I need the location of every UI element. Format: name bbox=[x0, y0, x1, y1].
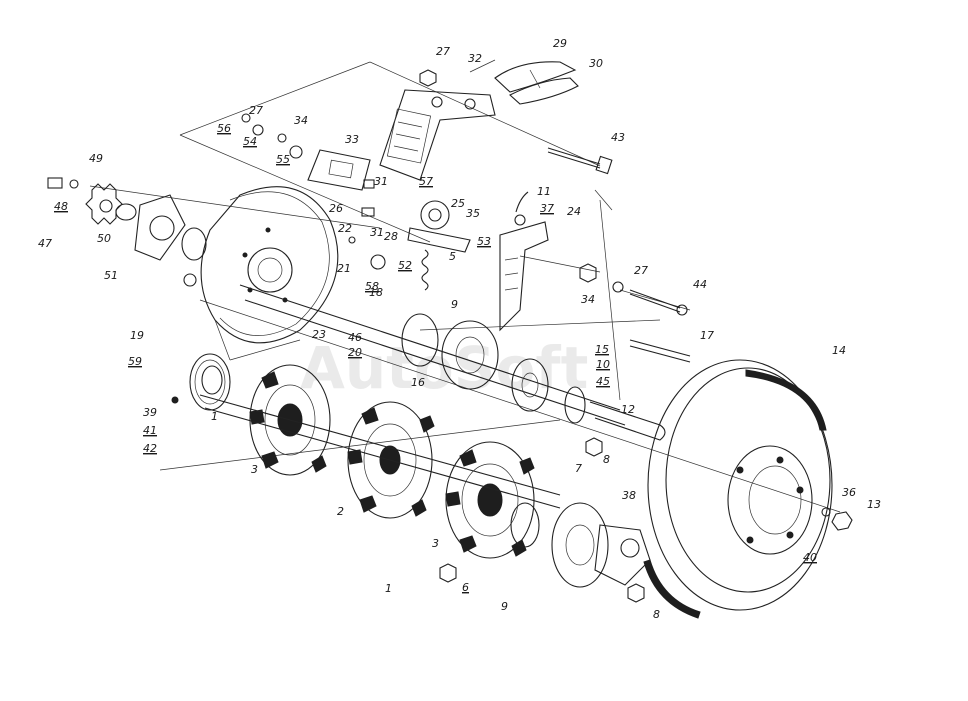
part-label-36: 36 bbox=[842, 486, 856, 499]
part-label-26: 26 bbox=[329, 202, 343, 215]
part-label-49: 49 bbox=[89, 152, 103, 165]
part-label-17: 17 bbox=[700, 329, 714, 342]
part-label-2: 2 bbox=[337, 505, 344, 518]
part-label-45: 45 bbox=[596, 375, 610, 388]
small-fasteners bbox=[241, 69, 437, 191]
part-label-30: 30 bbox=[589, 57, 603, 70]
part-label-53: 53 bbox=[477, 235, 491, 248]
part-label-40: 40 bbox=[803, 551, 817, 564]
part-label-57: 57 bbox=[419, 175, 433, 188]
part-label-41: 41 bbox=[143, 424, 157, 437]
part-label-58: 58 bbox=[365, 280, 379, 293]
part-label-50: 50 bbox=[97, 232, 111, 245]
part-label-28: 28 bbox=[384, 230, 398, 243]
part-label-24: 24 bbox=[567, 205, 581, 218]
part-label-7: 7 bbox=[575, 462, 582, 475]
part-label-3: 3 bbox=[432, 537, 439, 550]
part-label-35: 35 bbox=[466, 207, 480, 220]
part-label-21: 21 bbox=[337, 262, 351, 275]
part-label-32: 32 bbox=[468, 52, 482, 65]
part-label-12: 12 bbox=[621, 403, 635, 416]
part-label-14: 14 bbox=[832, 344, 846, 357]
part-label-16: 16 bbox=[411, 376, 425, 389]
part-label-29: 29 bbox=[553, 37, 567, 50]
axis-lines bbox=[89, 59, 841, 513]
part-label-18: 18 bbox=[369, 286, 383, 299]
part-label-47: 47 bbox=[38, 237, 52, 250]
nuts bbox=[171, 396, 645, 603]
part-label-42: 42 bbox=[143, 442, 157, 455]
bracket-24 bbox=[499, 221, 688, 332]
part-label-39: 39 bbox=[143, 406, 157, 419]
brake-disk-14 bbox=[643, 359, 833, 619]
gear-flange-assembly bbox=[47, 177, 207, 287]
part-label-31: 31 bbox=[374, 175, 388, 188]
part-label-54: 54 bbox=[243, 135, 257, 148]
part-label-8: 8 bbox=[603, 453, 610, 466]
brake-pads bbox=[494, 61, 579, 105]
part-label-27: 27 bbox=[634, 264, 648, 277]
part-label-52: 52 bbox=[398, 259, 412, 272]
part-label-13: 13 bbox=[867, 498, 881, 511]
part-label-8: 8 bbox=[653, 608, 660, 621]
part-label-1: 1 bbox=[385, 582, 392, 595]
part-label-33: 33 bbox=[345, 133, 359, 146]
part-label-51: 51 bbox=[104, 269, 118, 282]
part-label-55: 55 bbox=[276, 153, 290, 166]
part-label-9: 9 bbox=[451, 298, 458, 311]
bearing-left bbox=[189, 353, 231, 411]
part-label-20: 20 bbox=[348, 346, 362, 359]
part-label-9: 9 bbox=[501, 600, 508, 613]
part-label-37: 37 bbox=[540, 202, 554, 215]
pin-17 bbox=[629, 339, 691, 363]
part-label-10: 10 bbox=[596, 358, 610, 371]
rotor-3 bbox=[445, 441, 535, 559]
bolt-13 bbox=[821, 507, 853, 531]
bracket-32 bbox=[379, 89, 496, 181]
part-label-23: 23 bbox=[312, 328, 326, 341]
part-label-46: 46 bbox=[348, 331, 362, 344]
latch-mechanism bbox=[348, 179, 529, 291]
bolt-43 bbox=[547, 147, 613, 175]
part-label-34: 34 bbox=[581, 293, 595, 306]
central-hub bbox=[401, 313, 586, 424]
part-label-15: 15 bbox=[595, 343, 609, 356]
part-label-34: 34 bbox=[294, 114, 308, 127]
part-label-48: 48 bbox=[54, 200, 68, 213]
part-label-19: 19 bbox=[130, 329, 144, 342]
part-label-22: 22 bbox=[338, 222, 352, 235]
part-label-25: 25 bbox=[451, 197, 465, 210]
main-shaft bbox=[239, 284, 666, 441]
flange-9 bbox=[510, 502, 651, 588]
part-label-56: 56 bbox=[217, 122, 231, 135]
part-label-27: 27 bbox=[436, 45, 450, 58]
part-label-6: 6 bbox=[462, 581, 469, 594]
part-label-59: 59 bbox=[128, 355, 142, 368]
part-label-43: 43 bbox=[611, 131, 625, 144]
part-label-38: 38 bbox=[622, 489, 636, 502]
housing-cover bbox=[200, 186, 339, 361]
part-label-5: 5 bbox=[449, 250, 456, 263]
part-label-27: 27 bbox=[249, 104, 263, 117]
part-label-1: 1 bbox=[211, 410, 218, 423]
part-label-3: 3 bbox=[251, 463, 258, 476]
part-label-44: 44 bbox=[693, 278, 707, 291]
part-label-31: 31 bbox=[370, 226, 384, 239]
rotor-shaft bbox=[199, 394, 561, 509]
part-label-11: 11 bbox=[537, 185, 551, 198]
